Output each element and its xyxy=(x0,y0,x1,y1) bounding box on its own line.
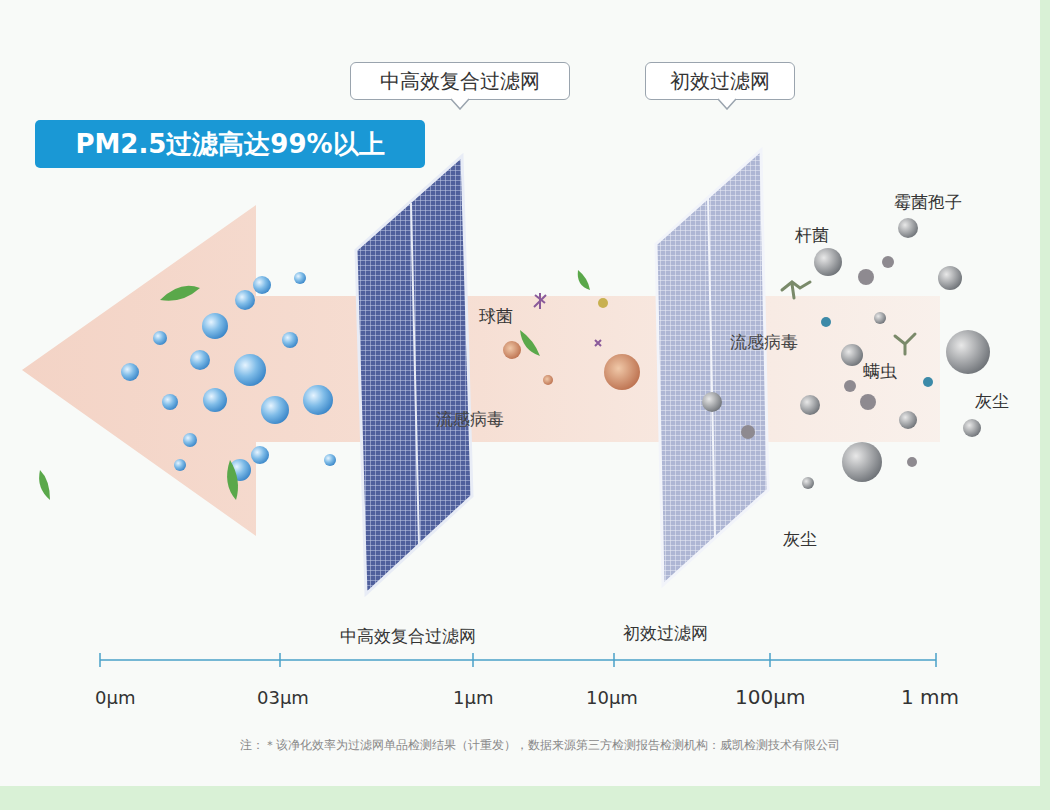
particle-label: 灰尘 xyxy=(975,390,1009,413)
callout-text: 中高效复合过滤网 xyxy=(380,68,540,95)
axis-tick-label: 100μm xyxy=(735,685,805,709)
callout-box: 中高效复合过滤网 xyxy=(350,62,570,100)
heading-box: PM2.5过滤高达99%以上 xyxy=(35,120,425,168)
particle-label: 杆菌 xyxy=(795,224,829,247)
particle-label: 霉菌孢子 xyxy=(894,191,962,214)
axis-range-label: 初效过滤网 xyxy=(623,622,708,645)
particle-label: 螨虫 xyxy=(863,360,897,383)
callout-box: 初效过滤网 xyxy=(645,62,795,100)
axis-tick-label: 0μm xyxy=(95,687,135,708)
particle-label: 球菌 xyxy=(479,305,513,328)
axis-tick-label: 1 mm xyxy=(901,685,959,709)
callout-pointer xyxy=(450,98,470,110)
axis-range-label: 中高效复合过滤网 xyxy=(340,625,476,648)
callout-pointer xyxy=(717,98,737,110)
particle-label: 流感病毒 xyxy=(436,408,504,431)
particle-label: 灰尘 xyxy=(783,528,817,551)
axis-tick-label: 03μm xyxy=(257,687,309,708)
axis-tick-label: 10μm xyxy=(586,687,638,708)
heading-text: PM2.5过滤高达99%以上 xyxy=(75,127,384,162)
callout-text: 初效过滤网 xyxy=(670,68,770,95)
axis-tick-label: 1μm xyxy=(453,687,493,708)
particle-label: 流感病毒 xyxy=(730,331,798,354)
footnote: 注：＊该净化效率为过滤网单品检测结果（计重发），数据来源第三方检测报告检测机构：… xyxy=(240,737,840,754)
